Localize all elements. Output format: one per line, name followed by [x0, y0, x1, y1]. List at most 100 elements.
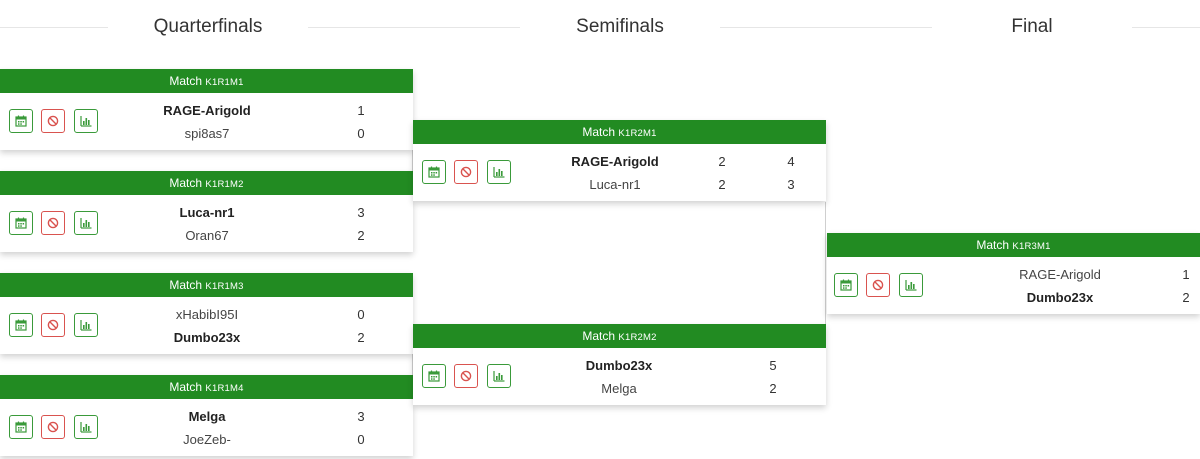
- player-score: 4: [787, 154, 795, 169]
- match-label: Match: [582, 329, 616, 343]
- player-score: 2: [769, 381, 777, 396]
- match-card-k1r1m2: Match K1R1M2 Luca-nr1 3 Oran67 2: [0, 171, 413, 252]
- player-name: Melga: [601, 381, 637, 396]
- player-name: RAGE-Arigold: [163, 103, 251, 118]
- player-score: 2: [1182, 290, 1190, 305]
- cancel-icon: [47, 217, 59, 229]
- calendar-icon: [840, 279, 852, 291]
- player-score: 2: [718, 177, 726, 192]
- cancel-button[interactable]: [454, 364, 478, 388]
- match-code: K1R1M2: [205, 179, 244, 190]
- calendar-icon: [428, 166, 440, 178]
- calendar-icon: [428, 370, 440, 382]
- calendar-icon: [15, 421, 27, 433]
- stats-icon: [493, 167, 505, 178]
- schedule-button[interactable]: [422, 160, 446, 184]
- round-title-semifinals: Semifinals: [576, 16, 664, 37]
- cancel-button[interactable]: [866, 273, 890, 297]
- player-score: 2: [357, 330, 365, 345]
- player-score: 0: [357, 126, 365, 141]
- player-name: Oran67: [185, 228, 229, 243]
- player-score: 3: [787, 177, 795, 192]
- schedule-button[interactable]: [422, 364, 446, 388]
- cancel-icon: [47, 115, 59, 127]
- stats-button[interactable]: [487, 364, 511, 388]
- cancel-icon: [47, 319, 59, 331]
- match-code: K1R1M1: [205, 77, 244, 88]
- match-card-k1r1m3: Match K1R1M3 xHabibI95I 0 Dumbo23x 2: [0, 273, 413, 354]
- schedule-button[interactable]: [9, 415, 33, 439]
- stats-icon: [80, 320, 92, 331]
- stats-icon: [80, 422, 92, 433]
- stats-icon: [80, 116, 92, 127]
- calendar-icon: [15, 115, 27, 127]
- match-label: Match: [169, 278, 203, 292]
- player-score: 2: [357, 228, 365, 243]
- match-card-k1r3m1: Match K1R3M1 RAGE-Arigold 1 Dumbo23x 2: [827, 233, 1200, 314]
- player-score: 3: [357, 409, 365, 424]
- match-header: Match K1R3M1: [827, 233, 1200, 257]
- bracket-connector: [412, 353, 413, 375]
- player-name: xHabibI95I: [175, 307, 239, 322]
- player-score: 0: [357, 307, 365, 322]
- player-name: RAGE-Arigold: [1019, 267, 1101, 282]
- match-card-k1r1m4: Match K1R1M4 Melga 3 JoeZeb- 0: [0, 375, 413, 456]
- match-header: Match K1R2M1: [413, 120, 826, 144]
- match-card-k1r2m1: Match K1R2M1 RAGE-Arigold 2 4 Luca-nr1 2…: [413, 120, 826, 201]
- match-code: K1R1M3: [205, 281, 244, 292]
- match-header: Match K1R2M2: [413, 324, 826, 348]
- match-code: K1R1M4: [205, 383, 244, 394]
- stats-button[interactable]: [74, 415, 98, 439]
- bracket-connector: [412, 150, 413, 172]
- cancel-icon: [460, 166, 472, 178]
- stats-button[interactable]: [74, 313, 98, 337]
- player-name: RAGE-Arigold: [571, 154, 659, 169]
- player-score: 1: [357, 103, 365, 118]
- cancel-button[interactable]: [41, 313, 65, 337]
- match-label: Match: [976, 238, 1010, 252]
- cancel-icon: [460, 370, 472, 382]
- stats-icon: [80, 218, 92, 229]
- player-name: Luca-nr1: [179, 205, 235, 220]
- cancel-button[interactable]: [454, 160, 478, 184]
- match-code: K1R3M1: [1012, 241, 1051, 252]
- schedule-button[interactable]: [9, 313, 33, 337]
- stats-button[interactable]: [74, 109, 98, 133]
- calendar-icon: [15, 217, 27, 229]
- player-name: Dumbo23x: [585, 358, 653, 373]
- match-label: Match: [169, 74, 203, 88]
- bracket-connector: [825, 202, 826, 324]
- match-card-k1r1m1: Match K1R1M1 RAGE-Arigold 1 spi8as7 0: [0, 69, 413, 150]
- match-label: Match: [169, 380, 203, 394]
- schedule-button[interactable]: [9, 109, 33, 133]
- match-code: K1R2M1: [618, 128, 657, 139]
- player-name: Dumbo23x: [173, 330, 241, 345]
- player-name: spi8as7: [184, 126, 230, 141]
- match-header: Match K1R1M3: [0, 273, 413, 297]
- stats-button[interactable]: [74, 211, 98, 235]
- player-score: 5: [769, 358, 777, 373]
- schedule-button[interactable]: [9, 211, 33, 235]
- cancel-button[interactable]: [41, 415, 65, 439]
- player-score: 0: [357, 432, 365, 447]
- player-name: JoeZeb-: [183, 432, 231, 447]
- match-label: Match: [582, 125, 616, 139]
- match-label: Match: [169, 176, 203, 190]
- stats-button[interactable]: [899, 273, 923, 297]
- player-name: Dumbo23x: [1026, 290, 1094, 305]
- player-score: 3: [357, 205, 365, 220]
- player-name: Luca-nr1: [589, 177, 641, 192]
- stats-icon: [493, 371, 505, 382]
- cancel-button[interactable]: [41, 109, 65, 133]
- match-header: Match K1R1M2: [0, 171, 413, 195]
- player-name: Melga: [188, 409, 226, 424]
- schedule-button[interactable]: [834, 273, 858, 297]
- match-header: Match K1R1M4: [0, 375, 413, 399]
- cancel-icon: [47, 421, 59, 433]
- stats-button[interactable]: [487, 160, 511, 184]
- player-score: 1: [1182, 267, 1190, 282]
- round-title-final: Final: [1011, 16, 1053, 37]
- calendar-icon: [15, 319, 27, 331]
- match-code: K1R2M2: [618, 332, 657, 343]
- cancel-button[interactable]: [41, 211, 65, 235]
